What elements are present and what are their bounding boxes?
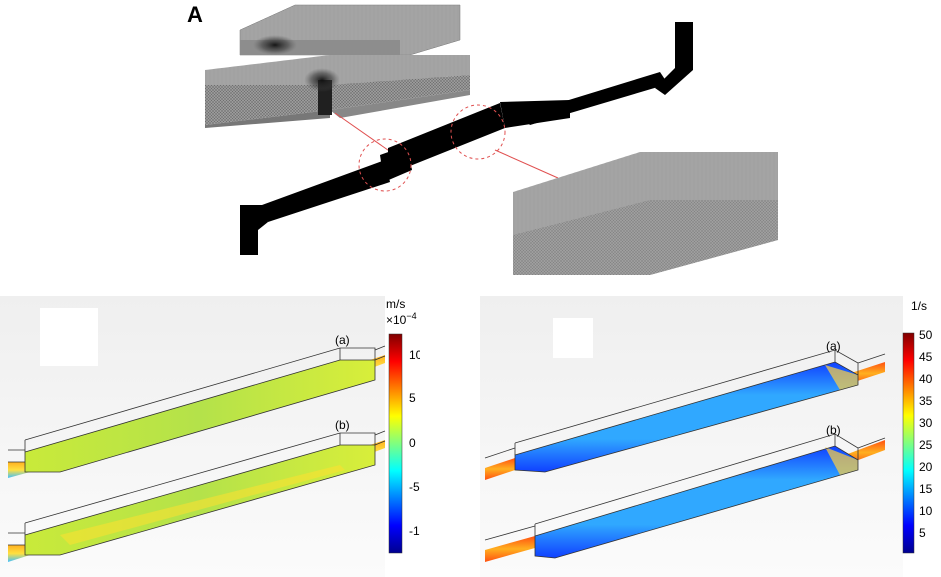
channel-label-b: (b) <box>826 423 841 437</box>
colorbar-tick: 15 <box>919 482 933 496</box>
colorbar-tick: 25 <box>919 438 933 452</box>
velocity-colorbar: m/s ×10−4 10 5 0 -5 -10 <box>386 297 420 554</box>
colorbar-tick: 30 <box>919 416 933 430</box>
colorbar-tick: 45 <box>919 350 933 364</box>
channel-geometry <box>240 22 693 255</box>
highlight-circle-left <box>358 138 412 192</box>
colorbar-tick: 40 <box>919 372 933 386</box>
colorbar-ticks: 10 5 0 -5 -10 <box>409 348 420 538</box>
mesh-zoom-straight <box>513 152 778 275</box>
highlight-circle-right <box>450 104 506 160</box>
velocity-channel-a <box>8 345 386 478</box>
colorbar-tick: 10 <box>919 504 933 518</box>
colorbar-tick: 5 <box>409 391 416 405</box>
colorbar-tick: 50 <box>919 328 933 342</box>
colorbar-tick: 20 <box>919 460 933 474</box>
panel-a-mesh-figure <box>205 4 778 275</box>
zoom-leader-line-left <box>334 112 396 156</box>
colorbar-tick: 35 <box>919 394 933 408</box>
channel-label-a: (a) <box>335 333 350 347</box>
panel-label-a: A <box>187 2 203 27</box>
channel-label-a: (a) <box>826 339 841 353</box>
colorbar-tick: 5 <box>919 526 926 540</box>
colorbar-tick: 10 <box>409 348 420 362</box>
colorbar-tick: 0 <box>409 436 416 450</box>
panel-b-velocity-figure: (a) (b) m/s ×10−4 10 5 0 -5 -10 <box>0 296 420 577</box>
colorbar-unit: m/s <box>386 297 405 311</box>
mesh-zoom-junction <box>205 4 470 128</box>
velocity-channel-b <box>8 430 386 562</box>
colorbar-unit: 1/s <box>911 299 927 313</box>
zoom-leader-line-right <box>494 149 559 179</box>
channel-label-b: (b) <box>335 418 350 432</box>
shear-channel-b <box>484 433 886 562</box>
colorbar-tick: -5 <box>409 480 420 494</box>
colorbar-scale: ×10−4 <box>386 311 417 327</box>
shear-channel-a <box>484 349 886 480</box>
shear-rate-colorbar: 1/s 50 45 40 35 30 25 20 15 10 5 <box>902 299 933 554</box>
colorbar-tick: -10 <box>409 524 420 538</box>
panel-c-shear-rate-figure: (a) (b) 1/s 50 45 40 35 30 25 20 15 10 5 <box>480 296 933 577</box>
